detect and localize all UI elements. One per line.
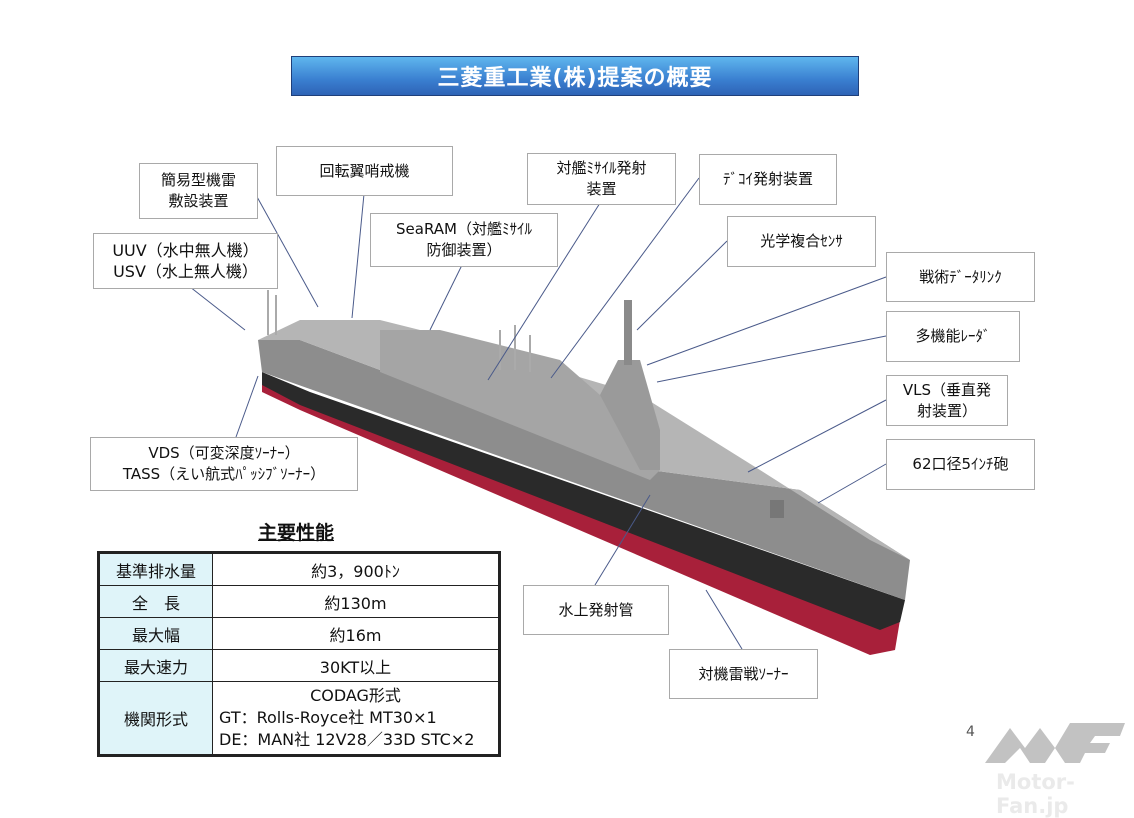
table-row: 機関形式 CODAG形式 GT：Rolls-Royce社 MT30×1 DE：M…	[98, 681, 500, 756]
callout-text: SeaRAM（対艦ﾐｻｲﾙ	[396, 220, 532, 238]
ship-mast-pole	[624, 300, 632, 365]
motor-fan-logo	[985, 723, 1125, 763]
spec-label: 機関形式	[98, 681, 213, 756]
callout-searam: SeaRAM（対艦ﾐｻｲﾙ 防御装置）	[370, 213, 558, 267]
ship-antennas	[267, 290, 531, 372]
callout-gun: 62口径5ｲﾝﾁ砲	[886, 439, 1035, 490]
callout-text: VDS（可変深度ｿｰﾅｰ）	[148, 444, 300, 462]
callout-mine-laying: 簡易型機雷 敷設装置	[139, 163, 258, 219]
specs-title: 主要性能	[258, 522, 335, 544]
callout-text: 敷設装置	[168, 192, 229, 210]
watermark-text: Motor-Fan.jp	[996, 770, 1075, 818]
callout-helicopter: 回転翼哨戒機	[276, 146, 453, 196]
spec-value: 約130m	[212, 585, 500, 618]
page-number: 4	[966, 724, 975, 740]
callout-text: ﾃﾞｺｲ発射装置	[722, 170, 813, 188]
callout-text: VLS（垂直発	[902, 380, 992, 399]
table-row: 全 長約130m	[98, 585, 500, 618]
spec-value: 約16m	[212, 617, 500, 650]
callout-vls: VLS（垂直発 射装置）	[886, 375, 1008, 426]
callout-text: 回転翼哨戒機	[319, 161, 410, 180]
spec-label: 最大速力	[98, 649, 213, 682]
spec-label: 最大幅	[98, 617, 213, 650]
callout-text: 62口径5ｲﾝﾁ砲	[912, 455, 1009, 473]
callout-optical-sensor: 光学複合ｾﾝｻ	[727, 216, 876, 267]
callout-text: TASS（えい航式ﾊﾟｯｼﾌﾞｿｰﾅｰ）	[122, 465, 326, 483]
callout-text: 対艦ﾐｻｲﾙ発射	[556, 159, 647, 177]
spec-value: CODAG形式 GT：Rolls-Royce社 MT30×1 DE：MAN社 1…	[212, 681, 500, 756]
table-row: 基準排水量約3，900ﾄﾝ	[98, 552, 500, 586]
callout-text: 戦術ﾃﾞｰﾀﾘﾝｸ	[919, 267, 1002, 286]
callout-text: 防御装置）	[426, 241, 502, 259]
callout-uuv-usv: UUV（水中無人機） USV（水上無人機）	[93, 233, 278, 289]
callout-text: 簡易型機雷	[160, 171, 236, 189]
callout-text: 射装置）	[916, 401, 977, 420]
ship-gun	[770, 500, 784, 518]
spec-value: 約3，900ﾄﾝ	[212, 552, 500, 586]
callout-anti-ship-missile: 対艦ﾐｻｲﾙ発射 装置	[527, 153, 676, 205]
slide-title: 三菱重工業(株)提案の概要	[291, 56, 859, 96]
ship-hull-dark	[262, 372, 905, 630]
ship-mast	[600, 360, 660, 470]
callout-vds-tass: VDS（可変深度ｿｰﾅｰ） TASS（えい航式ﾊﾟｯｼﾌﾞｿｰﾅｰ）	[90, 437, 358, 491]
spec-value-line: DE：MAN社 12V28／33D STC×2	[219, 730, 475, 749]
ship-superstructure	[380, 330, 660, 480]
callout-datalink: 戦術ﾃﾞｰﾀﾘﾝｸ	[886, 252, 1035, 302]
callout-text: 水上発射管	[558, 600, 634, 619]
spec-label: 基準排水量	[98, 552, 213, 586]
leader-lines	[184, 177, 887, 650]
callout-torpedo: 水上発射管	[523, 585, 669, 635]
callout-text: 対機雷戦ｿｰﾅｰ	[698, 664, 789, 683]
callout-text: 多機能ﾚｰﾀﾞ	[915, 327, 991, 345]
spec-value-line: GT：Rolls-Royce社 MT30×1	[219, 708, 437, 727]
spec-value-line: CODAG形式	[310, 686, 401, 705]
callout-radar: 多機能ﾚｰﾀﾞ	[886, 311, 1020, 362]
spec-value: 30KT以上	[212, 649, 500, 682]
callout-text: USV（水上無人機）	[113, 262, 258, 281]
ship-hull-side	[258, 340, 910, 600]
callout-mine-sonar: 対機雷戦ｿｰﾅｰ	[669, 649, 818, 699]
callout-text: 装置	[586, 180, 617, 198]
table-row: 最大幅約16m	[98, 617, 500, 650]
callout-decoy: ﾃﾞｺｲ発射装置	[699, 154, 837, 205]
callout-text: 光学複合ｾﾝｻ	[760, 232, 843, 250]
spec-label: 全 長	[98, 585, 213, 618]
callout-text: UUV（水中無人機）	[112, 241, 259, 260]
